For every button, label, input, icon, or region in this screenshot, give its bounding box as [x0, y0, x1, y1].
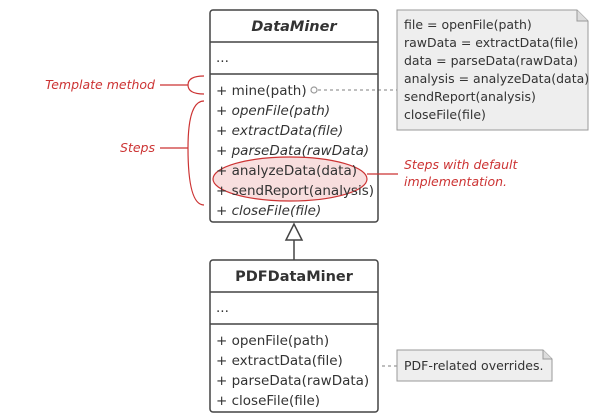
method-item: + closeFile(file) [216, 203, 321, 219]
code-note: file = openFile(path) rawData = extractD… [396, 9, 589, 131]
class-dataminer: DataMiner ... + mine(path) + openFile(pa… [209, 9, 379, 223]
code-line: analysis = analyzeData(data) [404, 71, 589, 86]
class-fields: ... [216, 300, 229, 316]
method-item: + extractData(file) [216, 123, 343, 139]
default-steps-highlight [212, 156, 368, 202]
note-anchor [310, 86, 318, 94]
code-line: rawData = extractData(file) [404, 35, 578, 50]
defaults-label-line2: implementation. [404, 174, 507, 189]
method-item: + analyzeData(data) [216, 163, 357, 179]
steps-label: Steps [120, 140, 155, 155]
steps-annotation: Steps [120, 100, 205, 206]
template-method-label: Template method [45, 77, 155, 92]
method-item: + parseData(rawData) [216, 373, 369, 389]
code-line: closeFile(file) [404, 107, 486, 122]
defaults-label-line1: Steps with default [404, 157, 519, 172]
method-item: + extractData(file) [216, 353, 343, 369]
default-implementation-annotation: Steps with default implementation. [367, 157, 519, 189]
class-fields: ... [216, 50, 229, 66]
method-item: + closeFile(file) [216, 393, 320, 409]
method-item: + parseData(rawData) [216, 143, 369, 159]
inheritance-arrow [284, 222, 304, 260]
class-name: PDFDataMiner [235, 269, 354, 285]
pdf-note-text: PDF-related overrides. [404, 358, 543, 373]
template-method-annotation: Template method [45, 75, 205, 95]
pdf-note: PDF-related overrides. [382, 349, 553, 382]
code-line: data = parseData(rawData) [404, 53, 578, 68]
method-item: + mine(path) [216, 83, 307, 99]
class-pdfdataminer: PDFDataMiner ... + openFile(path) + extr… [209, 259, 379, 413]
method-item: + sendReport(analysis) [216, 183, 374, 199]
code-line: file = openFile(path) [404, 17, 532, 32]
method-item: + openFile(path) [216, 333, 329, 349]
code-line: sendReport(analysis) [404, 89, 536, 104]
class-name: DataMiner [251, 19, 337, 35]
method-item: + openFile(path) [216, 103, 330, 119]
